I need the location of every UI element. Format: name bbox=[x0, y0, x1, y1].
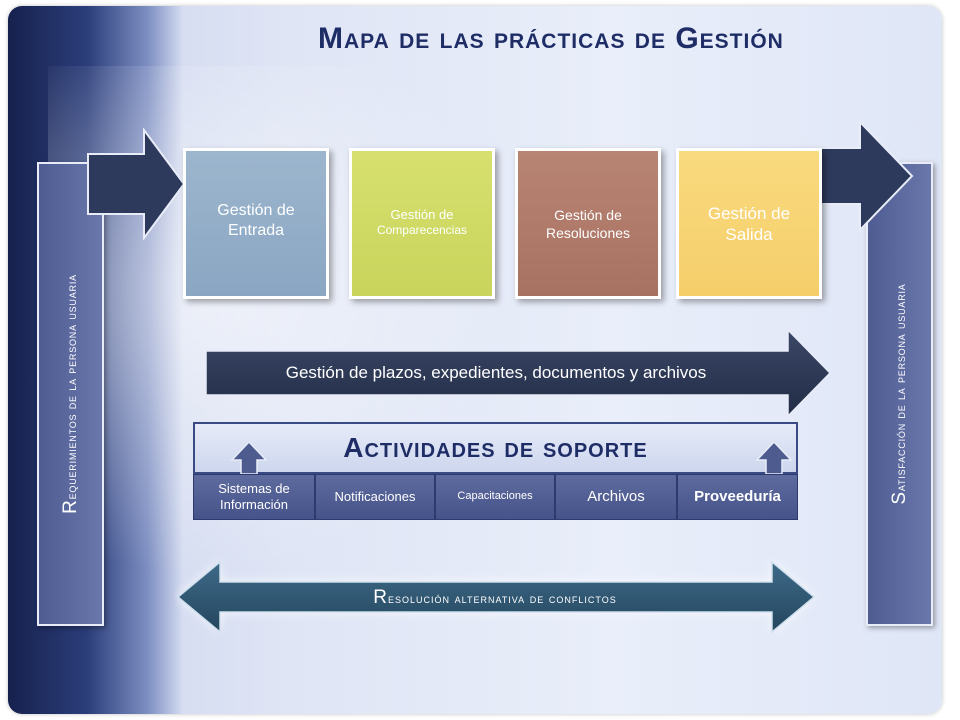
soporte-rest: ctividades de soporte bbox=[364, 432, 648, 463]
box-resoluciones-line1: Gestión de bbox=[554, 207, 622, 223]
box-gestion-entrada: Gestión de Entrada bbox=[183, 148, 329, 299]
conflictos-rest: esolución alternativa de conflictos bbox=[388, 590, 617, 606]
plazos-label: Gestión de plazos, expedientes, document… bbox=[285, 363, 707, 382]
title-part-1: apa de las prácticas de bbox=[344, 22, 676, 55]
soporte-title: Actividades de soporte bbox=[195, 432, 796, 464]
box-gestion-salida: Gestión de Salida bbox=[676, 148, 822, 299]
box-comparecencias-line1: Gestión de bbox=[390, 207, 454, 222]
conflictos-first-letter: R bbox=[373, 587, 389, 608]
satisfaction-first-letter: S bbox=[888, 491, 910, 505]
satisfaction-label: Satisfacción de la persona usuaria bbox=[889, 283, 911, 504]
box-entrada-line1: Gestión de bbox=[217, 202, 295, 219]
notificaciones-label: Notificaciones bbox=[334, 488, 416, 504]
input-arrow bbox=[87, 128, 186, 240]
proveeduria-label: Proveeduría bbox=[694, 487, 781, 505]
soporte-capacitaciones: Capacitaciones bbox=[435, 474, 555, 520]
box-entrada-line2: Entrada bbox=[227, 222, 285, 239]
box-comparecencias-line2: Comparecencias bbox=[376, 223, 468, 238]
satisfaction-band: Satisfacción de la persona usuaria bbox=[866, 162, 933, 626]
title-part-2: estión bbox=[699, 22, 784, 55]
page-title: Mapa de las prácticas de Gestión bbox=[318, 22, 784, 56]
requirements-label: Requerimientos de la persona usuaria bbox=[60, 274, 82, 514]
box-resoluciones-line2: Resoluciones bbox=[545, 224, 631, 241]
capacitaciones-label: Capacitaciones bbox=[457, 490, 533, 503]
soporte-notificaciones: Notificaciones bbox=[315, 474, 435, 520]
satisfaction-rest: atisfacción de la persona usuaria bbox=[892, 283, 908, 492]
soporte-header: Actividades de soporte bbox=[193, 422, 798, 474]
output-arrow bbox=[819, 120, 914, 232]
requirements-band: Requerimientos de la persona usuaria bbox=[37, 162, 104, 626]
requirements-first-letter: R bbox=[59, 499, 81, 514]
up-arrow-right-icon bbox=[755, 440, 793, 475]
requirements-rest: equerimientos de la persona usuaria bbox=[63, 274, 79, 500]
soporte-archivos: Archivos bbox=[555, 474, 677, 520]
conflictos-double-arrow bbox=[176, 560, 816, 634]
title-second-letter: G bbox=[675, 22, 700, 55]
sistemas-line1: Sistemas de bbox=[218, 480, 290, 496]
box-salida-line2: Salida bbox=[725, 225, 773, 245]
sistemas-line2: Información bbox=[220, 497, 288, 512]
soporte-proveeduria: Proveeduría bbox=[677, 474, 798, 520]
archivos-label: Archivos bbox=[587, 487, 645, 505]
plazos-arrow bbox=[206, 330, 832, 416]
up-arrow-left-icon bbox=[230, 440, 268, 475]
title-first-letter: M bbox=[318, 22, 344, 55]
soporte-first-letter: A bbox=[343, 432, 365, 463]
box-salida-line1: Gestión de bbox=[707, 204, 791, 223]
